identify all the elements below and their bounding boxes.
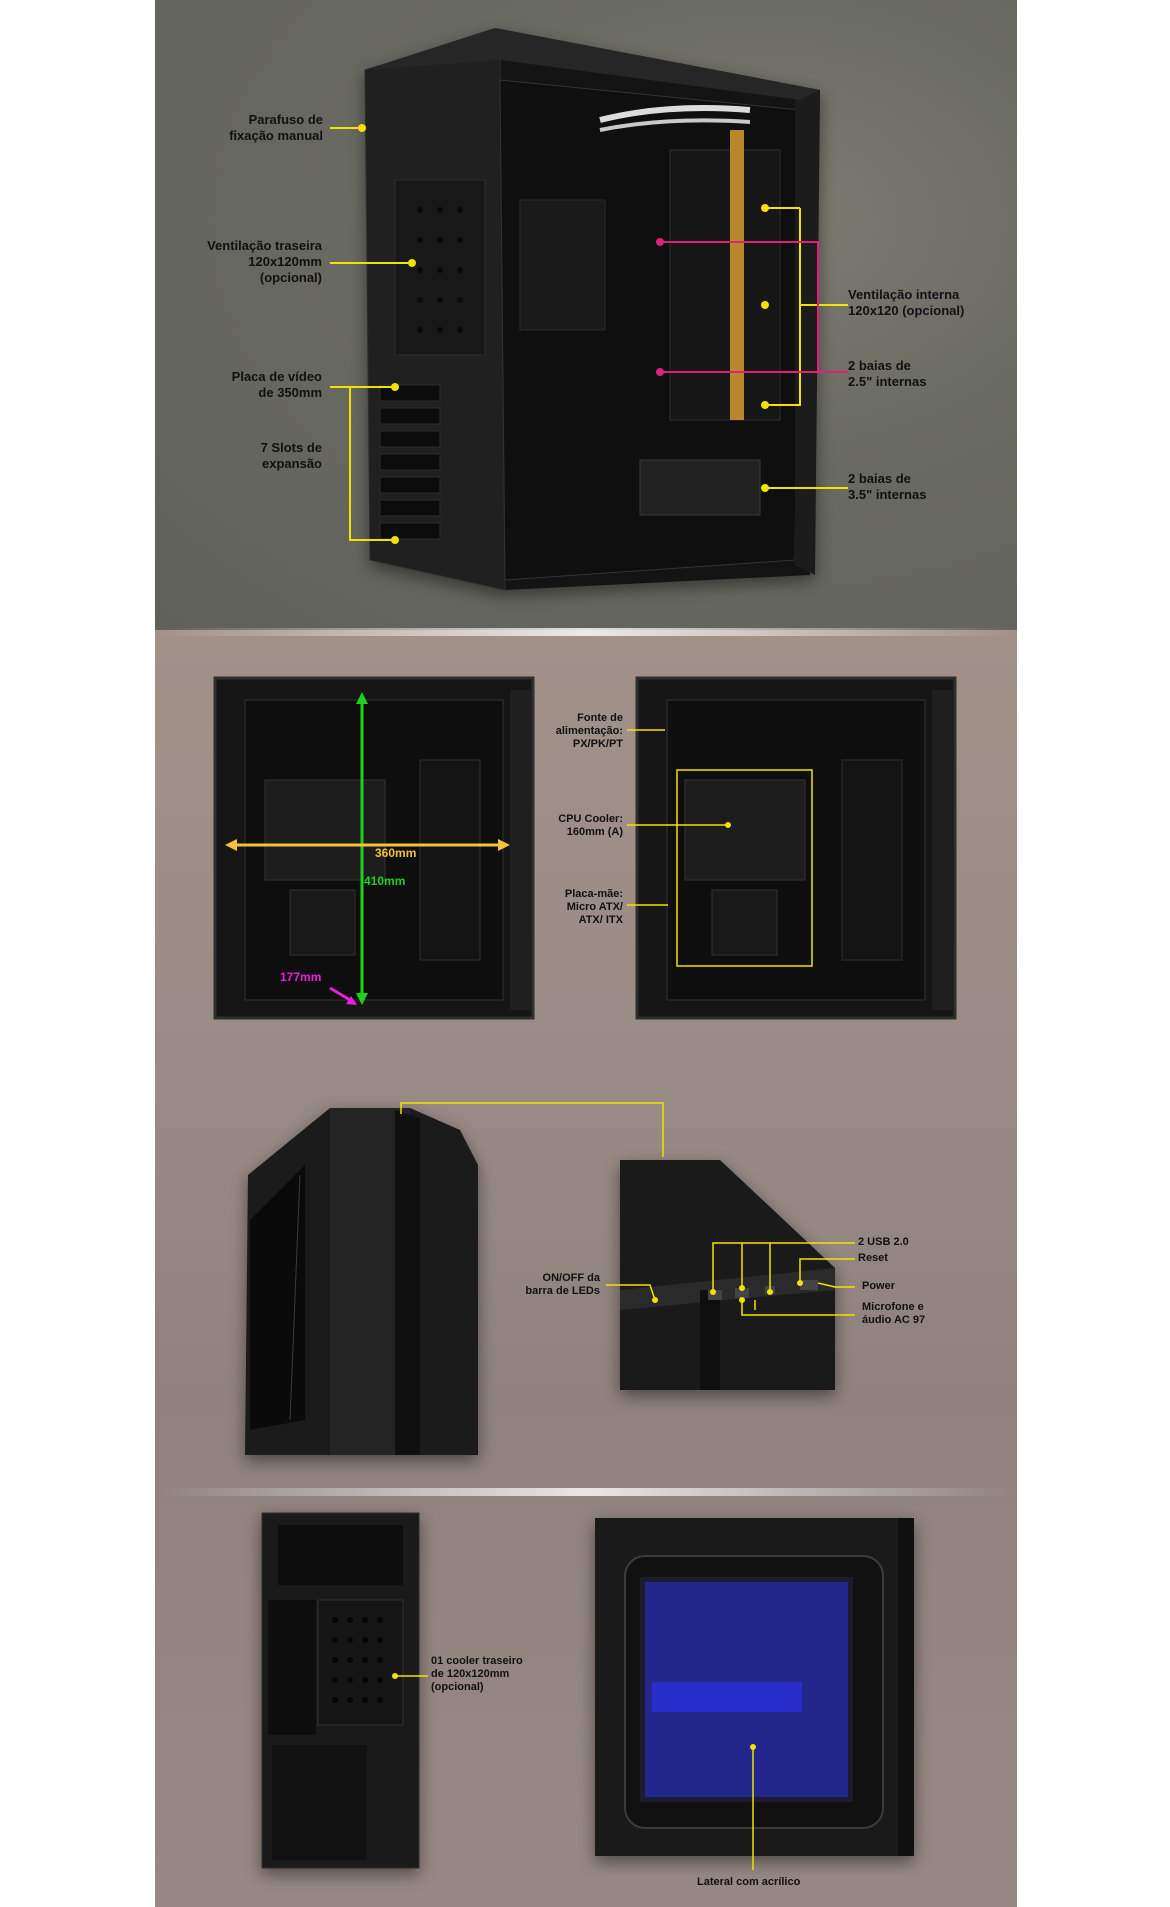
- case-front-io-closeup: [620, 1160, 835, 1390]
- separator: [155, 628, 1017, 636]
- separator: [155, 1488, 1017, 1496]
- rear-vent-holes: [332, 1617, 383, 1703]
- rear-fan-holes: [417, 207, 463, 333]
- expansion-slots: [379, 384, 441, 540]
- case-rear-view: [261, 1512, 420, 1869]
- dimension-width: 360mm: [375, 846, 417, 860]
- label-baias-25: 2 baias de 2.5" internas: [848, 358, 927, 389]
- label-ventilacao-interna: Ventilação interna 120x120 (opcional): [848, 287, 965, 318]
- callout-lines-section1: [330, 127, 848, 541]
- label-ventilacao-traseira: Ventilação traseira 120x120mm (opcional): [207, 238, 322, 285]
- case-side-view-components: [635, 676, 957, 1020]
- callout-dots-section1: [358, 124, 769, 544]
- drive-cage: [669, 149, 781, 421]
- dimension-depth: 177mm: [280, 970, 322, 984]
- label-lateral-acrilico: Lateral com acrílico: [697, 1876, 801, 1888]
- label-fonte: Fonte de alimentação: PX/PK/PT: [555, 712, 623, 750]
- internal-panel: [519, 199, 606, 331]
- label-usb: 2 USB 2.0: [858, 1236, 909, 1248]
- label-placa-video: Placa de vídeo de 350mm: [231, 369, 322, 400]
- dimension-height: 410mm: [364, 874, 406, 888]
- sata-cable: [730, 130, 744, 420]
- label-audio: Microfone e áudio AC 97: [862, 1301, 926, 1326]
- label-onoff-leds: ON/OFF da barra de LEDs: [525, 1272, 600, 1297]
- label-reset: Reset: [858, 1252, 888, 1264]
- label-power: Power: [862, 1280, 896, 1292]
- callout-lines-section2: [627, 729, 728, 906]
- label-cooler-traseiro: 01 cooler traseiro de 120x120mm (opciona…: [431, 1655, 523, 1693]
- callout-dots-section2: [725, 822, 731, 828]
- callout-dots-section3: [652, 1280, 803, 1303]
- case-front-angle-view: [245, 1108, 478, 1455]
- label-cpu-cooler: CPU Cooler: 160mm (A): [558, 813, 623, 838]
- callout-lines-section4: [395, 1675, 754, 1870]
- label-baias-35: 2 baias de 3.5" internas: [848, 471, 927, 502]
- label-slots: 7 Slots de expansão: [260, 440, 322, 471]
- hdd-bay: [639, 459, 761, 516]
- case-acrylic-side-view: [595, 1518, 914, 1856]
- callout-lines-section3: [400, 1102, 855, 1316]
- label-placa-mae: Placa-mãe: Micro ATX/ ATX/ ITX: [564, 888, 623, 926]
- cables: [599, 105, 751, 123]
- callout-lines-magenta: [660, 241, 848, 373]
- dimension-arrows: [225, 692, 510, 1005]
- motherboard-area-outline: [676, 769, 813, 967]
- label-parafuso: Parafuso de fixação manual: [229, 112, 323, 143]
- case-side-view-dimensions: [213, 676, 535, 1020]
